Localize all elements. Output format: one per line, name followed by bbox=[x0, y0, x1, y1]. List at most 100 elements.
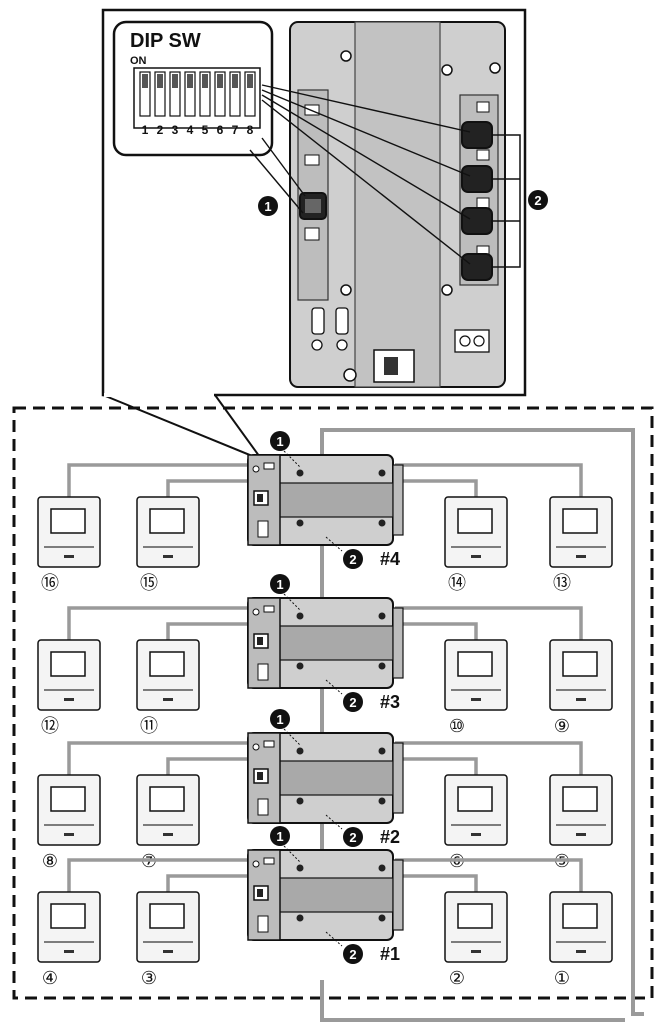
leader-line bbox=[261, 99, 471, 265]
monitor-wire bbox=[67, 858, 248, 892]
monitor-indicator bbox=[471, 950, 481, 953]
monitor: ⑭ bbox=[444, 496, 508, 593]
unit-id-label: #2 bbox=[380, 827, 400, 847]
callout-badge-1 bbox=[270, 709, 290, 729]
monitor-indicator bbox=[64, 555, 74, 558]
monitor-screen bbox=[50, 508, 86, 534]
callout-badge-1-label: 1 bbox=[276, 829, 283, 844]
connector-icon bbox=[257, 520, 269, 538]
monitor-wire bbox=[67, 463, 248, 497]
leader-line bbox=[261, 137, 306, 197]
screw-icon bbox=[296, 469, 304, 477]
monitor-number: ⑬ bbox=[553, 573, 571, 593]
dip-switch-toggle bbox=[232, 74, 238, 88]
dip-switch-toggle bbox=[217, 74, 223, 88]
monitor-wire bbox=[67, 741, 248, 775]
monitor-indicator bbox=[576, 555, 586, 558]
monitor-screen bbox=[562, 651, 598, 677]
screw-icon bbox=[378, 469, 386, 477]
zoom-gap bbox=[104, 393, 214, 397]
screw-icon bbox=[252, 465, 260, 473]
screw-icon bbox=[296, 662, 304, 670]
monitor: ⑪ bbox=[136, 639, 200, 736]
screw-icon bbox=[378, 612, 386, 620]
switch-1-body bbox=[305, 199, 321, 213]
switching-unit-cap bbox=[392, 464, 404, 536]
connector-icon bbox=[476, 101, 490, 113]
screw-icon bbox=[378, 519, 386, 527]
switching-unit-cap bbox=[392, 607, 404, 679]
screw-icon bbox=[378, 662, 386, 670]
leader-line bbox=[261, 89, 471, 177]
switch-2-highlight bbox=[461, 165, 493, 193]
monitor-number: ⑭ bbox=[448, 573, 466, 593]
dip-switch-housing bbox=[133, 67, 261, 129]
dip-switch-slot bbox=[154, 71, 166, 117]
terminal-icon bbox=[384, 357, 398, 375]
callout-leader bbox=[325, 931, 343, 947]
connector-icon bbox=[304, 227, 320, 241]
monitor-screen bbox=[562, 508, 598, 534]
callout-badge-2-label: 2 bbox=[349, 947, 356, 962]
monitor-wire bbox=[395, 874, 478, 892]
enlarged-device-center-panel bbox=[354, 21, 441, 388]
monitor-screen bbox=[50, 903, 86, 929]
monitor-screen bbox=[457, 508, 493, 534]
monitor-indicator bbox=[576, 833, 586, 836]
terminal-icon bbox=[257, 772, 263, 780]
monitor-number: ⑮ bbox=[140, 573, 158, 593]
port-icon bbox=[311, 339, 323, 351]
screw-icon bbox=[378, 747, 386, 755]
unit-id-label: #4 bbox=[380, 549, 400, 569]
backbone-wire-outer bbox=[320, 428, 644, 1016]
callout-badge-2 bbox=[343, 827, 363, 847]
monitor-screen bbox=[50, 786, 86, 812]
screw-icon bbox=[252, 860, 260, 868]
monitor: ⑬ bbox=[549, 496, 613, 593]
port-icon bbox=[459, 335, 471, 347]
screw-icon bbox=[340, 50, 352, 62]
connector-icon bbox=[263, 740, 275, 748]
callout-badge-2 bbox=[343, 692, 363, 712]
slot-icon bbox=[335, 307, 349, 335]
callout-badge-2-label: 2 bbox=[349, 552, 356, 567]
monitor-indicator bbox=[576, 950, 586, 953]
leader-line bbox=[261, 84, 471, 133]
monitor-number: ② bbox=[449, 968, 465, 988]
dip-switch-number: 3 bbox=[172, 123, 179, 137]
dip-switch-slots bbox=[139, 71, 256, 117]
callout-badge-1 bbox=[270, 574, 290, 594]
monitor-screen bbox=[149, 786, 185, 812]
dip-switch-toggle bbox=[172, 74, 178, 88]
screw-icon bbox=[378, 914, 386, 922]
monitor-number: ① bbox=[554, 968, 570, 988]
backbone-wire-bottom bbox=[320, 980, 625, 1022]
switching-unit bbox=[247, 732, 404, 824]
callout-leader bbox=[325, 814, 343, 830]
monitor-screen bbox=[457, 651, 493, 677]
monitor-wire bbox=[67, 606, 248, 640]
monitor-screen bbox=[149, 651, 185, 677]
connector-icon bbox=[257, 798, 269, 816]
switch-2-bracket bbox=[492, 134, 521, 268]
switch-2-highlight bbox=[461, 121, 493, 149]
screw-icon bbox=[296, 612, 304, 620]
dip-switch-on-label: ON bbox=[130, 55, 147, 67]
callout-badge-1 bbox=[270, 826, 290, 846]
backbone-wires bbox=[320, 428, 644, 1022]
monitor: ① bbox=[549, 891, 613, 988]
monitor-number: ⑩ bbox=[449, 716, 465, 736]
terminal-icon bbox=[257, 889, 263, 897]
dip-switch-number: 2 bbox=[157, 123, 164, 137]
callout-badge-1 bbox=[270, 431, 290, 451]
monitor-number: ⑧ bbox=[42, 851, 58, 871]
callout-badge-2-label: 2 bbox=[534, 193, 541, 208]
system-frame bbox=[12, 406, 654, 1000]
monitor: ⑩ bbox=[444, 639, 508, 736]
connector-icon bbox=[263, 462, 275, 470]
screw-icon bbox=[441, 64, 453, 76]
